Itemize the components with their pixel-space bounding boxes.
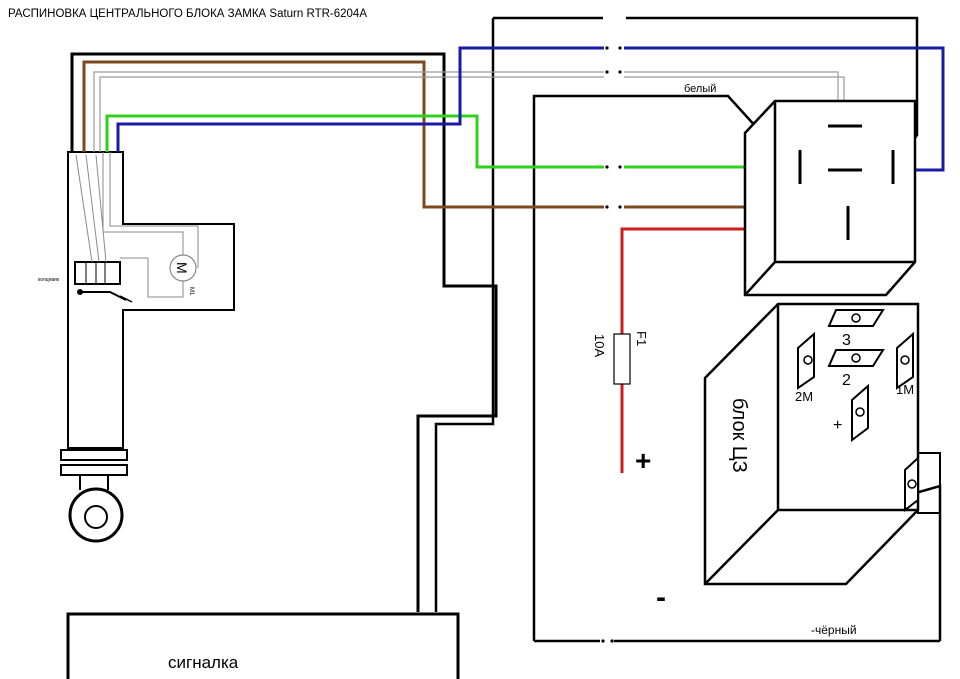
label-belyi: белый [684,83,716,95]
plus-sign: + [635,445,651,476]
wire-black-signal-1 [70,52,498,612]
fuse-name: F1 [634,331,649,346]
fuse-rating: 10A [592,334,607,357]
motor-symbol: M [174,262,190,274]
fuse-f1: F1 10A [592,331,649,385]
pin-1m-label: 1M [896,382,914,397]
limit-switch [74,261,133,303]
pin-3-label: 3 [842,332,851,349]
central-lock-unit [703,302,941,586]
pin-plus-label: + [833,417,842,434]
wire-grey [93,71,839,152]
pin-2-label: 2 [842,372,851,389]
connector-gaps [601,46,622,643]
minus-sign: - [656,581,666,614]
relay-connector [743,99,917,297]
pin-2m-label: 2M [795,389,813,404]
alarm-label: сигналка [168,653,239,672]
diagram-title: РАСПИНОВКА ЦЕНТРАЛЬНОГО БЛОКА ЗАМКА Satu… [8,8,367,20]
alarm-unit [66,612,460,679]
wire-blue [116,46,945,172]
door-lock-actuator [60,151,235,543]
limit-switch-label: концевик [38,277,60,283]
motor-ref-label: M1 [188,287,194,296]
wire-black-belyi [532,94,778,641]
label-cherny: -чёрный [811,623,857,637]
wire-brown [82,60,847,209]
unit-name-label: блок ЦЗ [728,398,750,473]
wire-black-relay-right-drop [434,18,495,612]
